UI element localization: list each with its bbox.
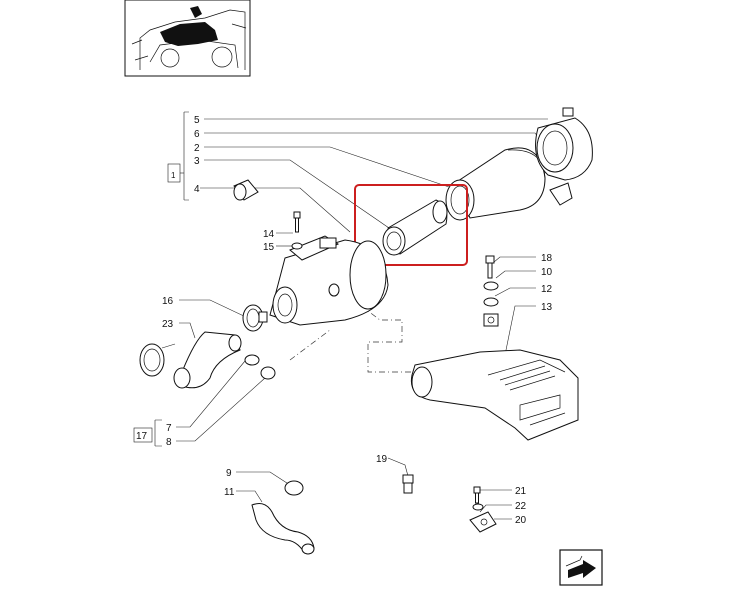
callout-12: 12 <box>541 284 553 295</box>
precleaner-cap <box>535 107 593 181</box>
air-cleaner-housing <box>445 147 546 221</box>
elbow-hose-7 <box>173 331 242 389</box>
dust-valve <box>549 182 573 206</box>
callout-22: 22 <box>515 501 527 512</box>
callout-11: 11 <box>224 487 235 498</box>
callout-7: 7 <box>166 423 172 434</box>
callout-labels: 5 6 2 3 1 4 14 15 16 23 7 17 8 9 11 18 1… <box>136 115 553 526</box>
locator-thumbnail[interactable] <box>124 0 251 77</box>
callout-8: 8 <box>166 437 172 448</box>
callout-13: 13 <box>541 302 553 313</box>
callout-17: 17 <box>136 431 148 442</box>
hose-11 <box>251 503 315 555</box>
small-clamp-7 <box>244 354 260 366</box>
washer-10 <box>483 281 499 291</box>
callout-18: 18 <box>541 253 553 264</box>
washer-12 <box>483 297 499 307</box>
next-page-arrow-icon[interactable] <box>559 549 603 586</box>
callout-15: 15 <box>263 242 275 253</box>
callout-9: 9 <box>226 468 232 479</box>
callout-20: 20 <box>515 515 527 526</box>
callout-16: 16 <box>162 296 174 307</box>
hose-clamp-9 <box>284 480 304 496</box>
stud-19 <box>402 474 414 494</box>
callout-10: 10 <box>541 267 553 278</box>
rubber-bushing <box>233 179 259 201</box>
assembly-centerlines <box>289 289 430 373</box>
callout-5: 5 <box>194 115 200 126</box>
bolt-21 <box>473 486 481 504</box>
washer-15 <box>291 242 303 250</box>
bolt-14 <box>293 211 301 233</box>
callout-2: 2 <box>194 143 200 154</box>
callout-6: 6 <box>194 129 200 140</box>
callout-14: 14 <box>263 229 275 240</box>
callout-3: 3 <box>194 156 200 167</box>
hose-clamp-16 <box>242 304 268 332</box>
callout-1: 1 <box>171 171 176 180</box>
washer-22 <box>472 503 484 511</box>
callout-bracket <box>167 111 189 201</box>
plug-8 <box>260 366 276 380</box>
nut-13 <box>483 313 499 327</box>
callout-23: 23 <box>162 319 174 330</box>
intake-duct <box>410 349 579 441</box>
bracket-20 <box>469 511 497 533</box>
filter-housing-body <box>269 235 389 326</box>
filter-element-highlight[interactable] <box>354 184 468 266</box>
callout-4: 4 <box>194 184 200 195</box>
callout-21: 21 <box>515 486 527 497</box>
leader-lines <box>161 118 556 520</box>
callout-19: 19 <box>376 454 388 465</box>
bolt-18 <box>485 255 495 279</box>
hose-clamp-23 <box>139 343 165 377</box>
tractor-engine-thumbnail-icon <box>131 6 247 70</box>
callout-bracket-17 <box>133 419 162 447</box>
